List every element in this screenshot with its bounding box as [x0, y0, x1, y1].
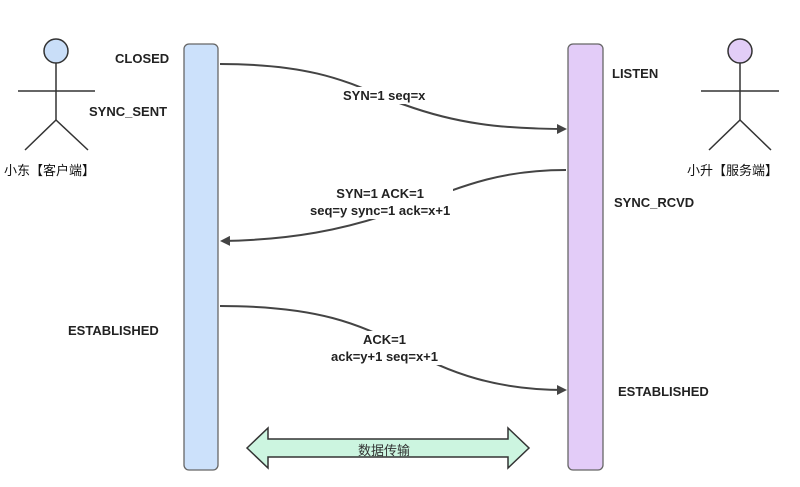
- server-actor-head: [727, 38, 753, 64]
- server-lifeline: [567, 43, 604, 471]
- data-transfer-arrow: [245, 426, 531, 470]
- client-state-closed: CLOSED: [115, 51, 170, 66]
- message-syn-line1: SYN=1 seq=x: [343, 88, 426, 103]
- message-ack-label: ACK=1 ack=y+1 seq=x+1: [328, 331, 441, 365]
- client-state-sync-sent: SYNC_SENT: [89, 104, 168, 119]
- message-syn-label: SYN=1 seq=x: [340, 87, 429, 104]
- data-transfer-label: 数据传输: [358, 444, 411, 459]
- client-actor-name: 小东【客户端】: [4, 164, 96, 179]
- client-state-established: ESTABLISHED: [68, 323, 159, 338]
- client-actor-head: [43, 38, 69, 64]
- server-actor-icon: [701, 38, 779, 151]
- server-state-listen: LISTEN: [612, 66, 659, 81]
- server-state-established: ESTABLISHED: [618, 384, 709, 399]
- server-actor-name: 小升【服务端】: [687, 164, 779, 179]
- syn-arrow: [219, 63, 567, 134]
- message-syn-ack-label: SYN=1 ACK=1 seq=y sync=1 ack=x+1: [307, 185, 454, 219]
- client-actor-icon: [18, 38, 95, 151]
- server-state-sync-rcvd: SYNC_RCVD: [614, 195, 695, 210]
- message-syn-ack-line2: seq=y sync=1 ack=x+1: [310, 203, 451, 218]
- message-ack-line2: ack=y+1 seq=x+1: [331, 349, 438, 364]
- client-lifeline: [183, 43, 219, 471]
- message-syn-ack-line1: SYN=1 ACK=1: [336, 186, 424, 201]
- message-ack-line1: ACK=1: [363, 332, 406, 347]
